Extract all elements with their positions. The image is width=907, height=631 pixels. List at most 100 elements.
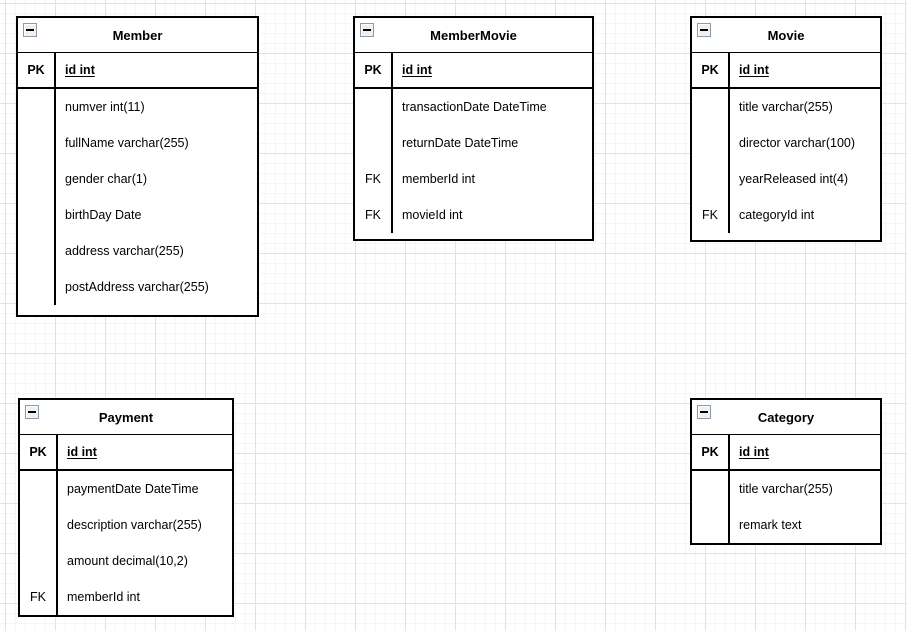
key-cell — [18, 269, 56, 305]
table-title-row[interactable]: Member — [18, 18, 257, 53]
field-row[interactable]: FK movieId int — [355, 197, 592, 233]
table-title: Movie — [767, 27, 805, 43]
table-title: Member — [112, 27, 163, 43]
primary-key-row[interactable]: PK id int — [18, 53, 257, 89]
field-row[interactable]: returnDate DateTime — [355, 125, 592, 161]
minus-glyph — [363, 29, 371, 31]
field-cell: id int — [67, 445, 97, 459]
collapse-icon[interactable] — [23, 23, 37, 37]
key-cell — [20, 507, 58, 543]
key-cell — [18, 89, 56, 125]
key-cell: FK — [355, 161, 393, 197]
key-cell — [355, 89, 393, 125]
collapse-icon[interactable] — [25, 405, 39, 419]
collapse-icon[interactable] — [360, 23, 374, 37]
minus-glyph — [26, 29, 34, 31]
field-cell: transactionDate DateTime — [402, 100, 547, 114]
key-cell — [18, 197, 56, 233]
key-cell — [692, 89, 730, 125]
key-cell — [692, 161, 730, 197]
field-row[interactable]: fullName varchar(255) — [18, 125, 257, 161]
field-cell: remark text — [739, 518, 802, 532]
field-row[interactable]: address varchar(255) — [18, 233, 257, 269]
field-row[interactable]: FK memberId int — [20, 579, 232, 615]
field-row[interactable]: title varchar(255) — [692, 89, 880, 125]
field-cell: description varchar(255) — [67, 518, 202, 532]
field-cell: id int — [739, 445, 769, 459]
field-row[interactable]: numver int(11) — [18, 89, 257, 125]
table-bottom-spacer — [692, 233, 880, 240]
table-bottom-spacer — [18, 305, 257, 315]
primary-key-row[interactable]: PK id int — [20, 435, 232, 471]
field-cell: postAddress varchar(255) — [65, 280, 209, 294]
field-cell: memberId int — [67, 590, 140, 604]
field-row[interactable]: transactionDate DateTime — [355, 89, 592, 125]
field-cell: id int — [65, 63, 95, 77]
field-row[interactable]: postAddress varchar(255) — [18, 269, 257, 305]
key-cell — [355, 125, 393, 161]
field-cell: title varchar(255) — [739, 100, 833, 114]
field-row[interactable]: paymentDate DateTime — [20, 471, 232, 507]
field-cell: title varchar(255) — [739, 482, 833, 496]
minus-glyph — [700, 29, 708, 31]
field-cell: paymentDate DateTime — [67, 482, 199, 496]
key-cell — [692, 125, 730, 161]
field-row[interactable]: remark text — [692, 507, 880, 543]
table-title: Category — [757, 409, 815, 425]
field-cell: memberId int — [402, 172, 475, 186]
table-title-row[interactable]: Category — [692, 400, 880, 435]
key-cell: PK — [20, 435, 58, 469]
minus-glyph — [28, 411, 36, 413]
table-title-row[interactable]: Movie — [692, 18, 880, 53]
collapse-icon[interactable] — [697, 405, 711, 419]
key-cell: FK — [20, 579, 58, 615]
table-bottom-spacer — [355, 233, 592, 239]
key-cell — [20, 471, 58, 507]
field-row[interactable]: birthDay Date — [18, 197, 257, 233]
field-cell: categoryId int — [739, 208, 815, 222]
minus-glyph — [700, 411, 708, 413]
key-cell — [20, 543, 58, 579]
key-cell: FK — [355, 197, 393, 233]
key-cell: PK — [692, 53, 730, 87]
field-row[interactable]: amount decimal(10,2) — [20, 543, 232, 579]
field-cell: address varchar(255) — [65, 244, 184, 258]
key-cell — [18, 125, 56, 161]
table-title-row[interactable]: MemberMovie — [355, 18, 592, 53]
key-cell: PK — [355, 53, 393, 87]
field-cell: movieId int — [402, 208, 463, 222]
table-title-row[interactable]: Payment — [20, 400, 232, 435]
field-row[interactable]: FK categoryId int — [692, 197, 880, 233]
field-row[interactable]: yearReleased int(4) — [692, 161, 880, 197]
key-cell: FK — [692, 197, 730, 233]
field-row[interactable]: title varchar(255) — [692, 471, 880, 507]
field-row[interactable]: gender char(1) — [18, 161, 257, 197]
table-title: MemberMovie — [430, 27, 517, 43]
key-cell — [692, 507, 730, 543]
field-cell: birthDay Date — [65, 208, 142, 222]
field-cell: amount decimal(10,2) — [67, 554, 188, 568]
field-cell: numver int(11) — [65, 100, 145, 114]
primary-key-row[interactable]: PK id int — [692, 53, 880, 89]
key-cell — [18, 161, 56, 197]
collapse-icon[interactable] — [697, 23, 711, 37]
key-cell: PK — [18, 53, 56, 87]
field-cell: gender char(1) — [65, 172, 147, 186]
field-row[interactable]: FK memberId int — [355, 161, 592, 197]
field-cell: fullName varchar(255) — [65, 136, 189, 150]
field-row[interactable]: description varchar(255) — [20, 507, 232, 543]
key-cell — [18, 233, 56, 269]
table-title: Payment — [98, 409, 154, 425]
field-cell: id int — [739, 63, 769, 77]
key-cell — [692, 471, 730, 507]
field-cell: yearReleased int(4) — [739, 172, 849, 186]
field-row[interactable]: director varchar(100) — [692, 125, 880, 161]
